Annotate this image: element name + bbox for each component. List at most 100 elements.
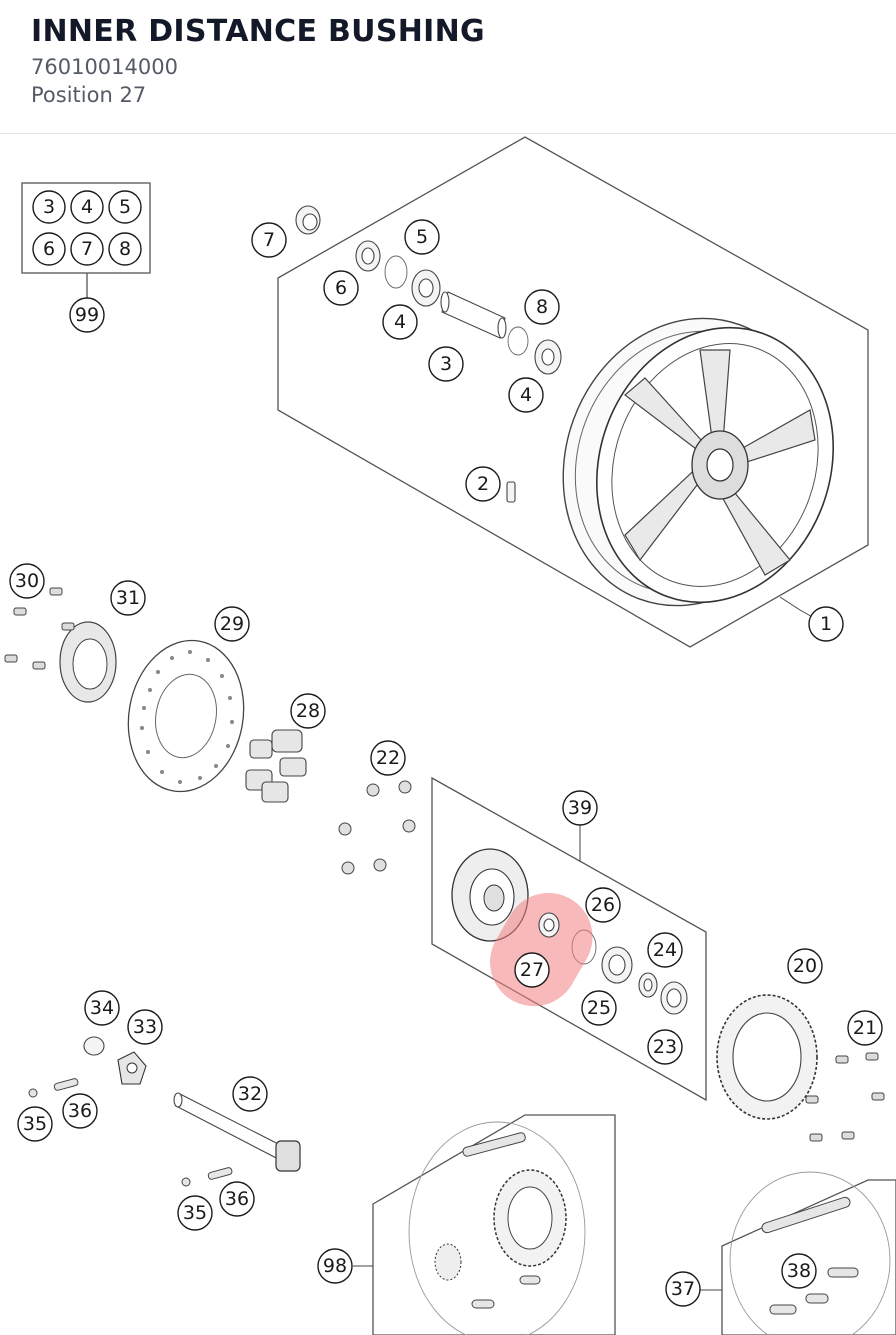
callout-8[interactable]: 8 <box>524 289 560 325</box>
callout-98[interactable]: 98 <box>317 1248 353 1284</box>
bearing-carrier[interactable] <box>601 946 633 984</box>
adjuster-bolts[interactable] <box>28 1078 233 1187</box>
callout-text: 35 <box>23 1113 47 1135</box>
callout-text: 22 <box>376 747 400 769</box>
sensor-ring[interactable] <box>59 621 117 703</box>
callout-text: 98 <box>323 1255 347 1277</box>
callout-text: 7 <box>263 229 275 251</box>
callout-29[interactable]: 29 <box>214 606 250 642</box>
callout-25[interactable]: 25 <box>581 990 617 1026</box>
callout-39[interactable]: 39 <box>562 790 598 826</box>
chain-kit-outline <box>372 1114 616 1335</box>
bearing-upper[interactable] <box>411 269 441 307</box>
callout-36[interactable]: 36 <box>62 1093 98 1129</box>
seal-top[interactable] <box>295 205 321 235</box>
callout-26[interactable]: 26 <box>585 887 621 923</box>
chain-loop <box>408 1121 586 1335</box>
callout-text: 5 <box>119 196 131 218</box>
callout-kit-3[interactable]: 3 <box>32 190 66 224</box>
callout-1[interactable]: 1 <box>808 606 844 642</box>
rear-sprocket[interactable] <box>716 994 818 1120</box>
callout-27[interactable]: 27 <box>514 952 550 988</box>
kit-box <box>21 182 151 298</box>
callout-text: 36 <box>68 1100 92 1122</box>
callout-23[interactable]: 23 <box>647 1029 683 1065</box>
callout-kit-8[interactable]: 8 <box>108 232 142 266</box>
callout-6[interactable]: 6 <box>323 270 359 306</box>
callout-4b[interactable]: 4 <box>508 377 544 413</box>
callout-text: 32 <box>238 1083 262 1105</box>
circlip[interactable] <box>384 255 408 289</box>
wheel-axle[interactable] <box>173 1092 301 1172</box>
callout-32[interactable]: 32 <box>232 1076 268 1112</box>
callout-24[interactable]: 24 <box>647 932 683 968</box>
callout-text: 30 <box>15 570 39 592</box>
callout-text: 25 <box>587 997 611 1019</box>
valve-screw[interactable] <box>506 481 516 503</box>
callout-7[interactable]: 7 <box>251 222 287 258</box>
callout-text: 31 <box>116 587 140 609</box>
callout-text: 35 <box>183 1202 207 1224</box>
seal-carrier[interactable] <box>660 981 688 1015</box>
callout-5[interactable]: 5 <box>404 219 440 255</box>
spacer-ring[interactable] <box>507 326 529 356</box>
callout-text: 6 <box>43 238 55 260</box>
callout-text: 36 <box>225 1188 249 1210</box>
part-header: INNER DISTANCE BUSHING 76010014000 Posit… <box>0 0 896 134</box>
callout-text: 27 <box>520 959 544 981</box>
callout-text: 33 <box>133 1016 157 1038</box>
callout-2[interactable]: 2 <box>465 466 501 502</box>
spacer-tube[interactable] <box>440 291 507 339</box>
sprocket-nuts[interactable] <box>338 780 416 875</box>
adjuster-spacer[interactable] <box>83 1036 105 1056</box>
callout-text: 34 <box>90 997 114 1019</box>
callout-30[interactable]: 30 <box>9 563 45 599</box>
callout-kit-6[interactable]: 6 <box>32 232 66 266</box>
callout-text: 24 <box>653 939 677 961</box>
callout-33[interactable]: 33 <box>127 1009 163 1045</box>
chain-kit-sprocket[interactable] <box>493 1169 567 1267</box>
callout-text: 7 <box>81 238 93 260</box>
ring-screws[interactable] <box>4 587 75 670</box>
bearing-lower[interactable] <box>534 339 562 375</box>
inner-distance-bushing[interactable] <box>474 877 609 1022</box>
callout-text: 5 <box>416 226 428 248</box>
callout-21[interactable]: 21 <box>847 1010 883 1046</box>
callout-28[interactable]: 28 <box>290 693 326 729</box>
drive-chain[interactable] <box>761 1196 859 1315</box>
callout-text: 29 <box>220 613 244 635</box>
callout-text: 8 <box>119 238 131 260</box>
callout-38[interactable]: 38 <box>781 1253 817 1289</box>
callout-99[interactable]: 99 <box>69 297 105 333</box>
callout-37[interactable]: 37 <box>665 1271 701 1307</box>
callout-20[interactable]: 20 <box>787 948 823 984</box>
callout-kit-5[interactable]: 5 <box>108 190 142 224</box>
brake-disc[interactable] <box>117 631 256 800</box>
callout-34[interactable]: 34 <box>84 990 120 1026</box>
callout-text: 23 <box>653 1036 677 1058</box>
callout-4[interactable]: 4 <box>382 304 418 340</box>
callout-text: 20 <box>793 955 817 977</box>
callout-22[interactable]: 22 <box>370 740 406 776</box>
callout-36b[interactable]: 36 <box>219 1181 255 1217</box>
chain-kit-pinion[interactable] <box>434 1243 462 1281</box>
callout-text: 8 <box>536 296 548 318</box>
callout-3[interactable]: 3 <box>428 346 464 382</box>
callout-text: 6 <box>335 277 347 299</box>
wheel-group-outline <box>277 136 869 648</box>
callout-35[interactable]: 35 <box>17 1106 53 1142</box>
chain-adjuster[interactable] <box>117 1051 147 1085</box>
callout-text: 26 <box>591 894 615 916</box>
oring-carrier[interactable] <box>638 972 658 998</box>
callout-31[interactable]: 31 <box>110 580 146 616</box>
part-position: Position 27 <box>31 83 147 107</box>
callout-kit-4[interactable]: 4 <box>70 190 104 224</box>
callout-kit-7[interactable]: 7 <box>70 232 104 266</box>
rear-wheel[interactable] <box>524 282 871 641</box>
callout-text: 3 <box>43 196 55 218</box>
shaft-seal[interactable] <box>355 240 381 272</box>
callout-35b[interactable]: 35 <box>177 1195 213 1231</box>
chain-kit-links[interactable] <box>462 1132 541 1309</box>
hub-dampers[interactable] <box>245 729 307 803</box>
sprocket-bolts[interactable] <box>805 1052 885 1142</box>
